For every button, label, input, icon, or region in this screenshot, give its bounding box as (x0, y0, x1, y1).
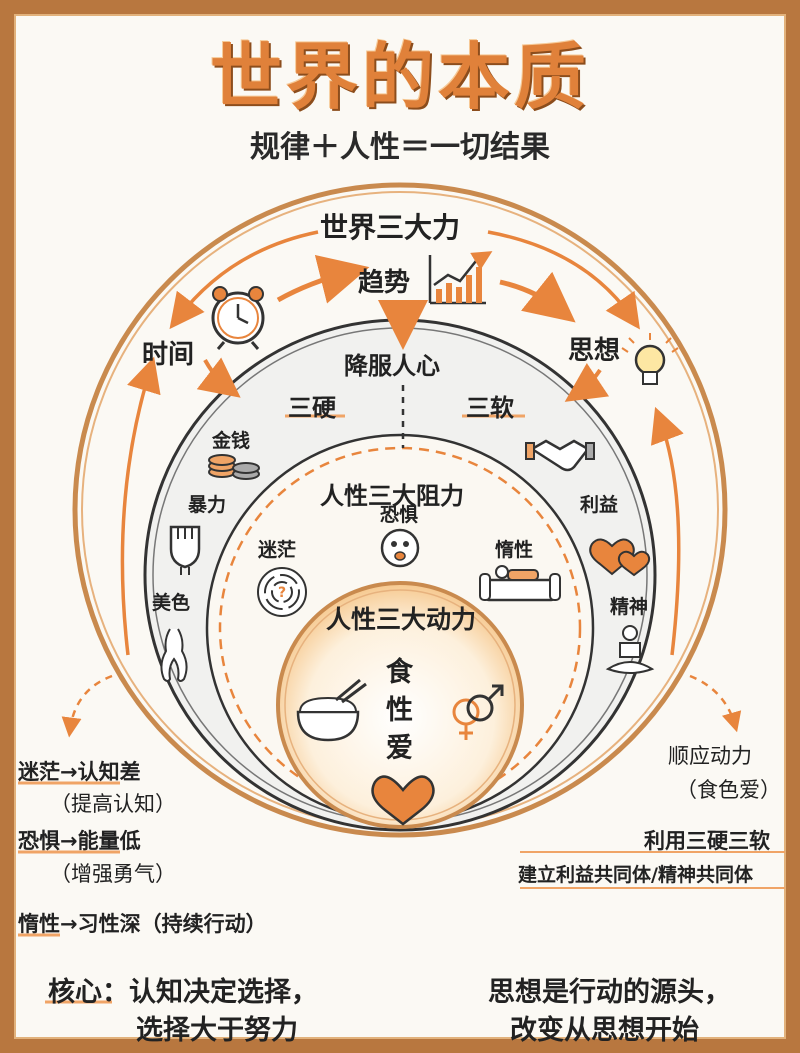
trend-chart-icon (428, 251, 493, 305)
left-note-2-main: 恐惧→能量低 (18, 829, 141, 853)
confusion-label: 迷茫 (258, 539, 297, 561)
subdue-hearts-label: 降服人心 (344, 352, 440, 380)
left-note-3-main: 惰性→习性深（持续行动） (18, 912, 267, 936)
handshake-icon (525, 439, 595, 472)
female-figure-icon (160, 628, 188, 682)
arrow-thought-down (564, 363, 610, 402)
alarm-clock-icon (211, 286, 265, 350)
page-title: 世界的本质 (209, 35, 590, 119)
sex-label: 性 (386, 695, 413, 726)
page-subtitle: 规律＋人性＝一切结果 (250, 130, 550, 165)
svg-text:?: ? (278, 585, 286, 601)
world-forces-title: 世界三大力 (320, 211, 461, 244)
heart-icon (371, 775, 435, 826)
left-note-1-main: 迷茫→认知差 (18, 760, 141, 784)
gender-symbols-icon (452, 684, 504, 740)
hearts-icon (589, 538, 651, 577)
left-note-2-sub: （增强勇气） (50, 862, 176, 886)
beauty-label: 美色 (152, 592, 191, 614)
thought-label: 思想 (568, 336, 621, 366)
motivation-title: 人性三大动力 (326, 605, 477, 634)
interest-label: 利益 (580, 494, 619, 516)
right-note-line1: 顺应动力 (668, 744, 752, 768)
arrow-trend-to-thought (499, 271, 576, 323)
bottom-left-line1: 核心：认知决定选择， (48, 977, 318, 1008)
fist-icon (169, 525, 201, 575)
dashed-arrow-left (61, 674, 113, 738)
arc-arrow-left (169, 230, 319, 330)
spirit-label: 精神 (610, 596, 649, 618)
dashed-arrow-right (689, 674, 742, 733)
bottom-left-line2: 选择大于努力 (136, 1015, 298, 1046)
right-side-arc (650, 406, 684, 656)
right-note-line3: 利用三硬三软 (644, 829, 770, 853)
laziness-label: 惰性 (495, 539, 534, 561)
love-label: 爱 (386, 733, 413, 764)
food-label: 食 (386, 657, 413, 688)
arrow-clock-to-trend (276, 255, 370, 304)
fear-label: 恐惧 (380, 504, 419, 526)
rice-bowl-icon (296, 678, 367, 742)
fear-face-icon (380, 528, 420, 568)
bottom-right-line1: 思想是行动的源头， (488, 977, 731, 1008)
maze-icon: ? (257, 567, 307, 617)
left-note-1-sub: （提高认知） (50, 792, 176, 816)
time-label: 时间 (142, 340, 195, 370)
coins-icon (208, 454, 260, 480)
bottom-right-line2: 改变从思想开始 (510, 1015, 699, 1046)
trend-label: 趋势 (358, 268, 411, 298)
violence-label: 暴力 (188, 494, 227, 516)
resistance-title: 人性三大阻力 (320, 482, 464, 510)
meditation-icon (605, 625, 655, 674)
left-side-arc (120, 356, 161, 656)
three-soft-title: 三软 (466, 394, 514, 422)
core-circle (276, 581, 524, 829)
lightbulb-icon (621, 333, 679, 385)
money-label: 金钱 (212, 430, 251, 452)
outer-ring (72, 182, 728, 838)
three-hard-title: 三硬 (288, 394, 336, 422)
sofa-icon (479, 565, 561, 602)
arrow-time-down (196, 357, 241, 398)
arc-arrow-right (487, 230, 640, 330)
right-note-line2: （食色爱） (676, 778, 781, 802)
right-note-line4: 建立利益共同体/精神共同体 (518, 864, 753, 886)
